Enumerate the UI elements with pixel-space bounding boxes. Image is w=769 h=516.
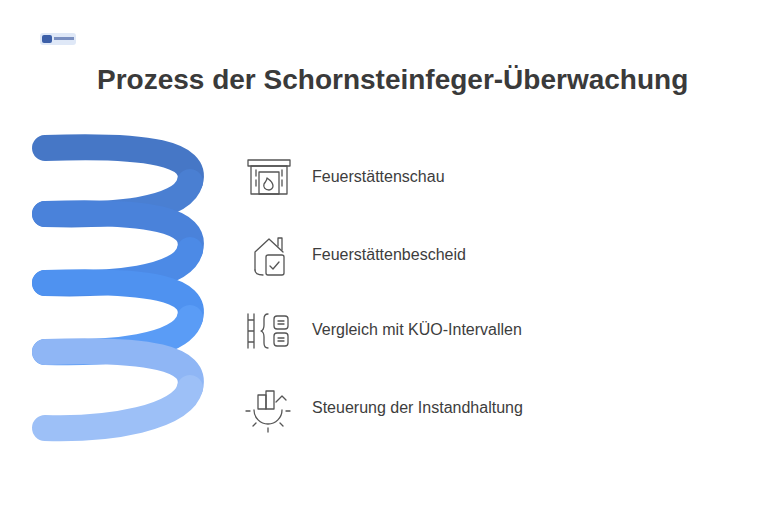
spiral-coil (45, 147, 191, 428)
house-check-icon (255, 238, 284, 275)
step-label: Feuerstättenbescheid (312, 246, 466, 264)
coil-segment (45, 351, 191, 388)
gear-chart-icon (246, 391, 290, 432)
fireplace-icon (248, 160, 290, 194)
step-label: Vergleich mit KÜO-Intervallen (312, 321, 522, 339)
coil-segment (45, 282, 191, 318)
step-label: Feuerstättenschau (312, 168, 445, 186)
step-label: Steuerung der Instandhaltung (312, 399, 523, 417)
compare-icon (248, 314, 288, 348)
title: Prozess der Schornsteinfeger-Überwachung (97, 64, 688, 96)
coil-segment (45, 213, 191, 250)
coil-segment (45, 147, 191, 182)
coil-segment (45, 388, 190, 428)
logo (40, 33, 76, 45)
